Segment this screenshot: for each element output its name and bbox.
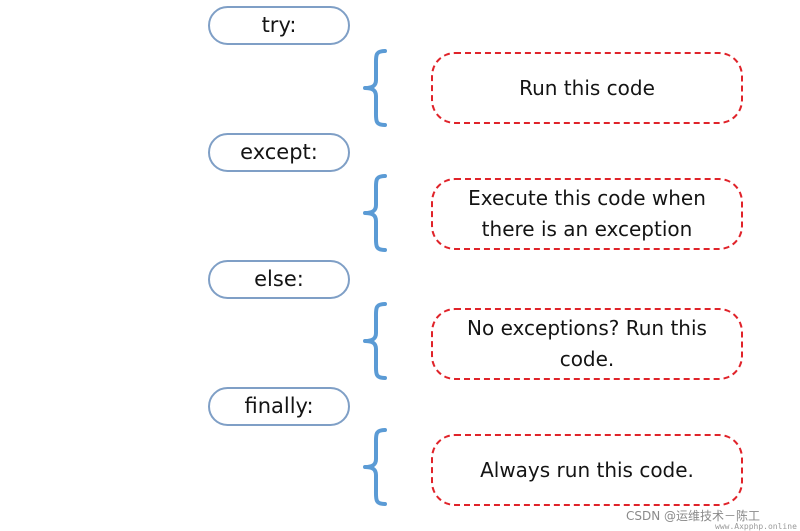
action-finally-box: Always run this code. bbox=[431, 434, 743, 506]
action-try-box: Run this code bbox=[431, 52, 743, 124]
keyword-except-box: except: bbox=[208, 133, 350, 172]
action-else-box: No exceptions? Run this code. bbox=[431, 308, 743, 380]
curly-brace-icon bbox=[358, 426, 392, 508]
action-text: Run this code bbox=[519, 75, 655, 100]
curly-brace-icon bbox=[358, 172, 392, 254]
watermark-site: www.Axpphp.online bbox=[715, 522, 797, 531]
action-text: Execute this code when there is an excep… bbox=[468, 186, 706, 241]
keyword-label: try: bbox=[261, 13, 297, 37]
action-text: Always run this code. bbox=[480, 457, 694, 482]
keyword-finally-box: finally: bbox=[208, 387, 350, 426]
keyword-try-box: try: bbox=[208, 6, 350, 45]
curly-brace-icon bbox=[358, 300, 392, 382]
watermark-credit: CSDN @运维技术－陈工 bbox=[626, 509, 761, 523]
action-except-box: Execute this code when there is an excep… bbox=[431, 178, 743, 250]
keyword-label: except: bbox=[240, 140, 318, 164]
action-text: No exceptions? Run this code. bbox=[467, 316, 707, 371]
keyword-else-box: else: bbox=[208, 260, 350, 299]
keyword-label: else: bbox=[254, 267, 304, 291]
keyword-label: finally: bbox=[244, 394, 314, 418]
curly-brace-icon bbox=[358, 47, 392, 129]
